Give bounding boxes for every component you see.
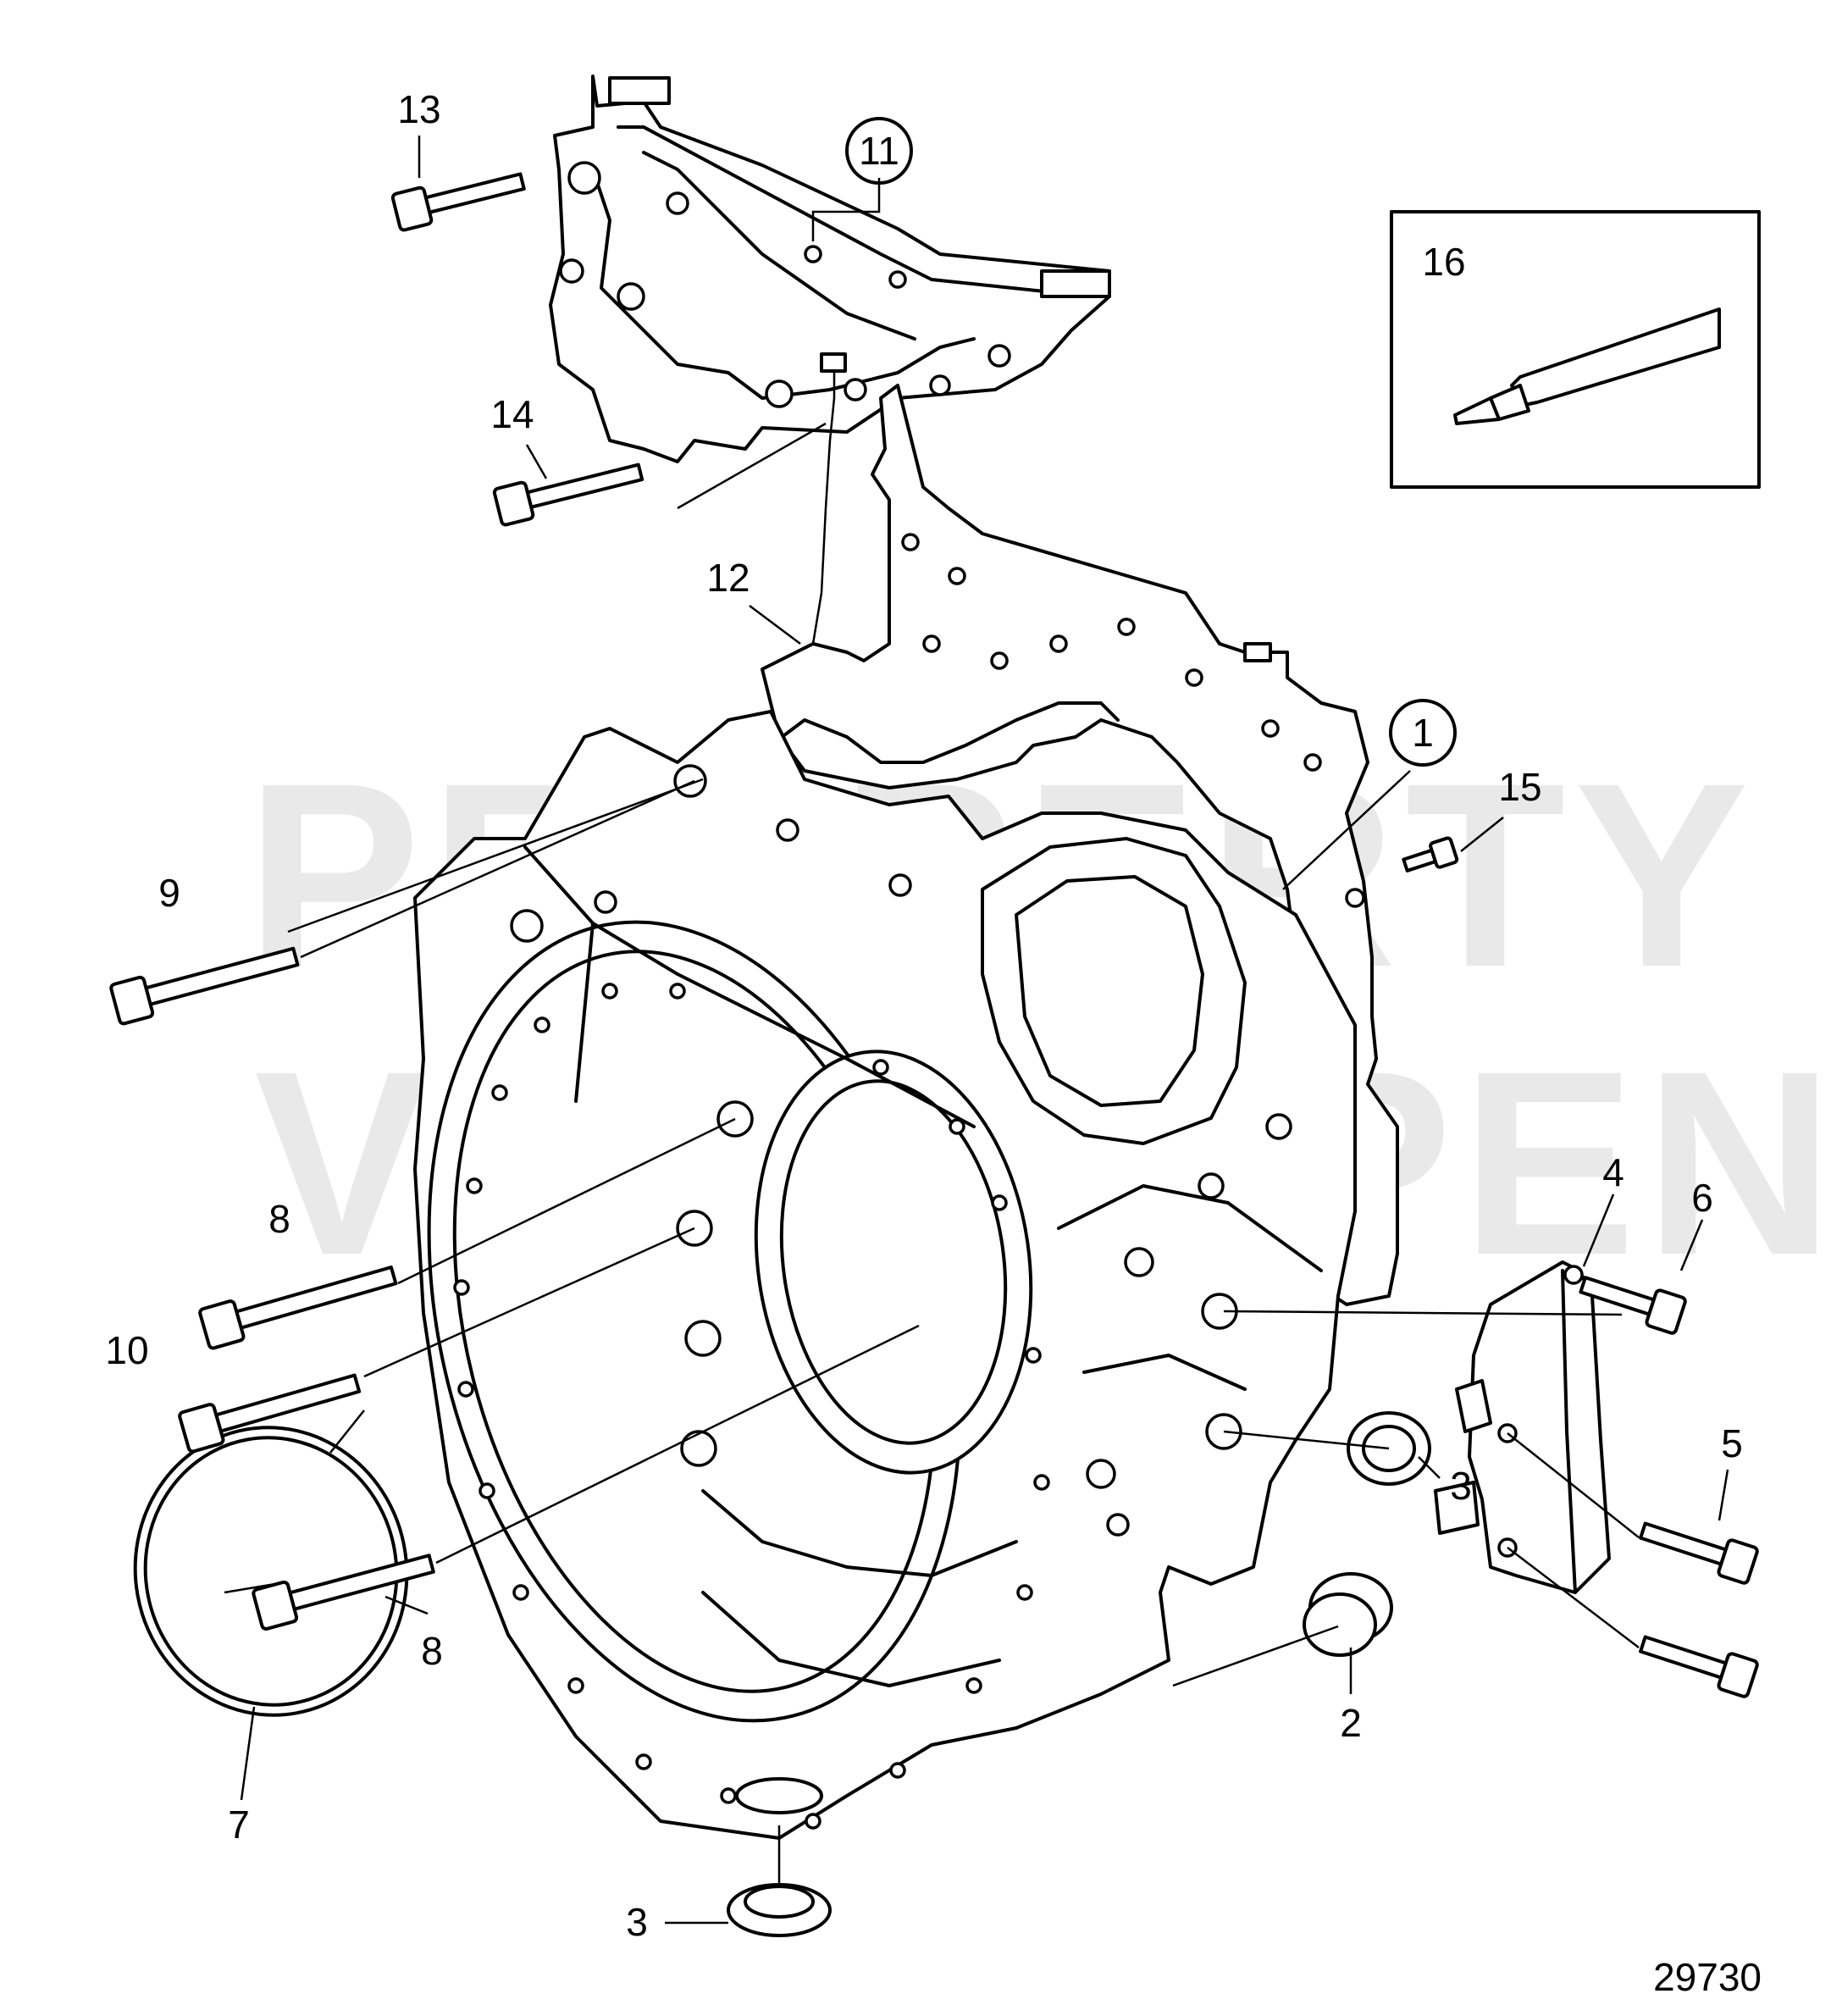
callout-11-circle [845,117,913,185]
callout-3-upper: 3 [1450,1464,1472,1508]
screw-13 [390,172,526,232]
callout-1: 1 [1412,711,1434,755]
callout-10: 10 [105,1328,148,1372]
screw-15 [1402,836,1459,872]
callout-9: 9 [158,871,180,915]
bracket-part [1434,1260,1611,1594]
callout-5: 5 [1721,1421,1743,1465]
gasket-part [761,352,1399,1306]
callout-14: 14 [490,392,534,436]
screw-10 [178,1373,362,1454]
screw-6 [1579,1276,1687,1335]
o-ring-part [133,1426,409,1717]
callout-3-lower: 3 [626,1900,648,1944]
screw-9 [109,946,300,1026]
plug-part [1303,1572,1393,1657]
callout-8-lower: 8 [421,1629,443,1673]
screw-14 [492,462,644,527]
callout-8-upper: 8 [268,1197,290,1241]
seal-ring-upper [1347,1411,1431,1486]
figure-number: 29730 [1653,1955,1762,1999]
screw-5-lower [1639,1635,1759,1698]
callout-13: 13 [397,87,440,131]
screw-5 [1639,1521,1759,1585]
frame-part [549,75,1111,463]
screw-8-lower [252,1554,435,1631]
flywheel-housing-part [413,710,1357,1840]
leader-lines [224,136,1729,1925]
callout-1-circle [1389,699,1457,767]
screws [109,172,1759,1698]
seal-ring-lower [727,1883,832,1937]
callout-6: 6 [1691,1176,1713,1220]
callout-7: 7 [228,1803,250,1847]
callout-labels: 13 11 16 14 12 1 15 9 4 6 8 10 5 3 8 2 7… [105,87,1762,1999]
screw-8-upper [198,1266,398,1350]
callout-16: 16 [1422,240,1465,284]
callout-2: 2 [1340,1701,1362,1745]
callout-11: 11 [859,129,899,173]
callout-15: 15 [1498,765,1541,809]
sealant-box [1390,210,1761,489]
sealant-frame [1390,210,1761,489]
callout-4: 4 [1602,1150,1624,1194]
callout-12: 12 [706,556,750,600]
